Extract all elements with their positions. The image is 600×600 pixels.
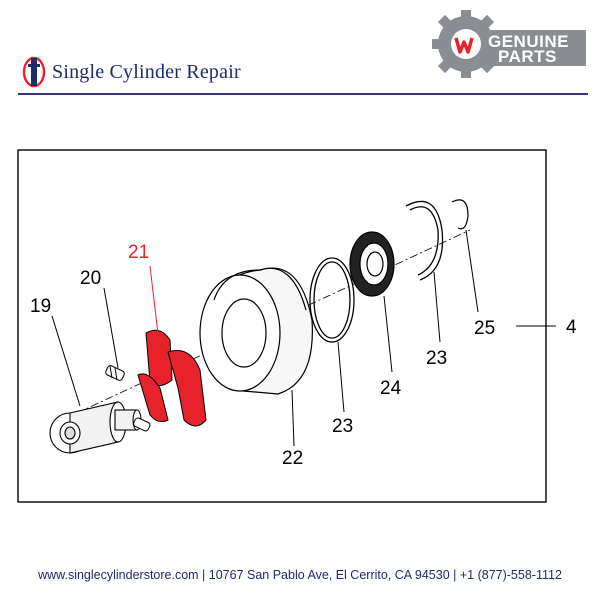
- callout-25: 25: [474, 318, 495, 339]
- brand-logo-icon: [22, 56, 46, 88]
- page-header: Single Cylinder Repair GENUINE PARTS: [0, 0, 600, 100]
- callout-19: 19: [30, 296, 51, 317]
- header-divider: [18, 93, 588, 95]
- part-21-clutch-shoe: [137, 329, 207, 427]
- leader-21: [149, 265, 159, 335]
- part-20-spring: [105, 365, 151, 432]
- callout-24: 24: [380, 378, 402, 399]
- leader-23b: [433, 271, 441, 343]
- part-22-drum: [199, 267, 313, 395]
- callout-20: 20: [80, 268, 101, 289]
- brand[interactable]: Single Cylinder Repair: [22, 52, 241, 92]
- leader-19: [51, 315, 81, 407]
- badge-line-2: PARTS: [498, 47, 557, 66]
- callout-22: 22: [282, 448, 303, 469]
- leader-22: [291, 389, 295, 447]
- leader-25: [465, 229, 479, 313]
- callout-23-right: 23: [426, 348, 447, 369]
- callout-21: 21: [128, 242, 149, 263]
- part-24-bearing: [349, 231, 395, 297]
- part-25-circlip: [451, 199, 469, 230]
- leader-24: [383, 295, 393, 373]
- brand-name: Single Cylinder Repair: [52, 60, 241, 83]
- exploded-parts-diagram: 21 20 19 22 23 24 23 25 4: [17, 149, 577, 503]
- part-23-snap-ring-left: [309, 257, 355, 343]
- callout-23-left: 23: [332, 416, 353, 437]
- leader-23a: [337, 341, 345, 413]
- part-19-hub: [49, 401, 142, 454]
- leader-lines: [51, 229, 556, 447]
- footer-contact[interactable]: www.singlecylinderstore.com | 10767 San …: [38, 568, 562, 582]
- part-23-snap-ring-right: [405, 200, 444, 281]
- genuine-parts-text: GENUINE PARTS: [488, 32, 569, 66]
- callout-4: 4: [566, 317, 577, 338]
- badge-line-1: GENUINE: [488, 32, 569, 51]
- leader-20: [103, 287, 119, 369]
- genuine-parts-badge: [432, 10, 586, 78]
